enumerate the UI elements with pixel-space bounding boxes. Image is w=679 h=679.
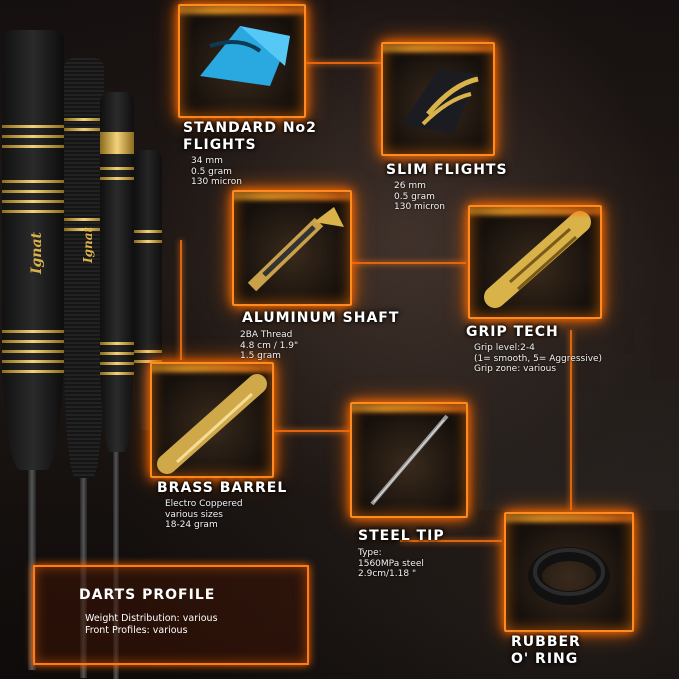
connector-line (570, 330, 572, 510)
brand-logo: Ignat (81, 226, 96, 264)
dart-1: Ignat (2, 30, 64, 470)
feature-title-aluminum-shaft: ALUMINUM SHAFT (242, 310, 400, 326)
connector-line (296, 262, 466, 264)
connector-line (400, 540, 502, 542)
dart-2: Ignat (64, 58, 104, 478)
darts-profile-line: Weight Distribution: various (85, 613, 218, 624)
brand-logo: Ignat (29, 231, 46, 275)
feature-image-grip-tech (468, 205, 602, 319)
dart-3 (100, 92, 134, 452)
connector-line (180, 240, 182, 360)
feature-image-steel-tip (350, 402, 468, 518)
dart-1-tip (28, 470, 36, 670)
feature-image-aluminum-shaft (232, 190, 352, 306)
feature-title-standard-flights: STANDARD No2 FLIGHTS (183, 120, 317, 153)
darts-profile-line: Front Profiles: various (85, 625, 188, 636)
feature-specs-grip-tech: Grip level:2-4(1= smooth, 5= Aggressive)… (474, 343, 603, 374)
darts-profile-panel: DARTS PROFILE Weight Distribution: vario… (33, 565, 309, 665)
feature-image-standard-flights (178, 4, 306, 118)
feature-title-slim-flights: SLIM FLIGHTS (386, 162, 508, 178)
feature-image-rubber-o-ring (504, 512, 634, 632)
dart-4 (134, 150, 162, 430)
feature-image-brass-barrel (150, 362, 274, 478)
feature-title-grip-tech: GRIP TECH (466, 324, 559, 340)
feature-title-rubber-o-ring: RUBBER O' RING (511, 634, 581, 667)
feature-title-brass-barrel: BRASS BARREL (157, 480, 288, 496)
feature-title-steel-tip: STEEL TIP (358, 528, 445, 544)
connector-line (300, 62, 382, 64)
darts-profile-title: DARTS PROFILE (79, 587, 216, 603)
connector-line (238, 430, 350, 432)
feature-image-slim-flights (381, 42, 495, 156)
